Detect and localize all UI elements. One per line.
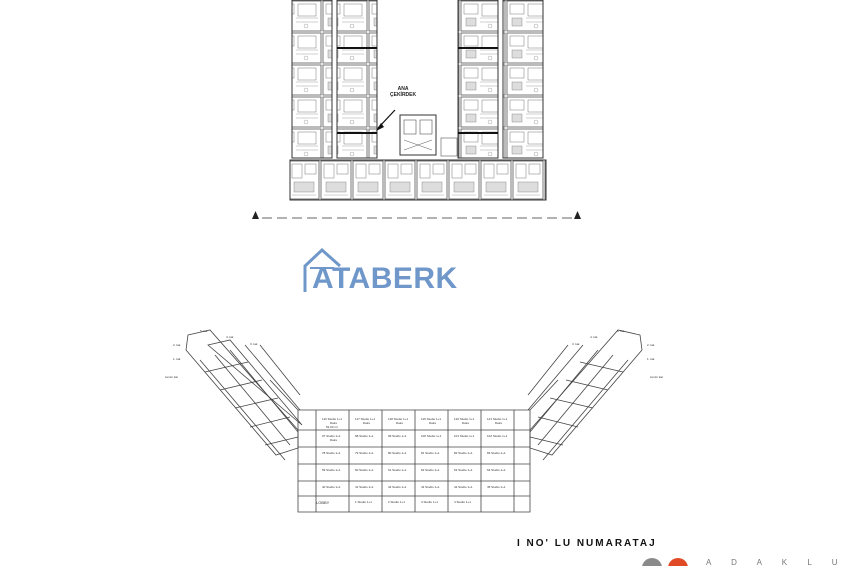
svg-text:99 Studio 1+1: 99 Studio 1+1 — [388, 434, 407, 438]
core-annotation-arrow — [376, 109, 396, 131]
core-annotation-label: ANA ÇEKİRDEK — [390, 86, 416, 98]
svg-text:62 Studio 1+1: 62 Studio 1+1 — [421, 468, 440, 472]
svg-text:100 Studio 1+1: 100 Studio 1+1 — [421, 434, 442, 438]
svg-text:118 Studio 1+1: 118 Studio 1+1 — [388, 417, 408, 421]
footer-brand-text: A D A K L U — [706, 558, 847, 567]
svg-text:1. kat: 1. kat — [173, 357, 181, 361]
svg-text:120 Studio 1+1: 120 Studio 1+1 — [454, 417, 475, 421]
ataberk-logo — [303, 247, 341, 292]
svg-text:zemin kat: zemin kat — [650, 375, 663, 379]
svg-text:61 Studio 1+1: 61 Studio 1+1 — [388, 468, 407, 472]
plan-base-bar — [289, 159, 547, 201]
plan-wing-left-inner — [336, 0, 378, 159]
core-annotation-line2: ÇEKİRDEK — [390, 92, 417, 98]
svg-text:Daire: Daire — [429, 421, 437, 425]
svg-text:1. kat: 1. kat — [647, 357, 655, 361]
svg-text:3. kat: 3. kat — [250, 342, 258, 346]
core-annotation-line1: ANA — [397, 86, 409, 92]
svg-text:5. kat: 5. kat — [617, 329, 625, 333]
section-line — [252, 211, 581, 219]
svg-text:121 Studio 1+1: 121 Studio 1+1 — [487, 417, 508, 421]
svg-text:80 Studio 1+1: 80 Studio 1+1 — [388, 451, 407, 455]
svg-text:101 Studio 1+1: 101 Studio 1+1 — [454, 434, 475, 438]
svg-text:97 Studio 1+1: 97 Studio 1+1 — [322, 434, 341, 438]
svg-text:2 Studio 1+1: 2 Studio 1+1 — [388, 500, 405, 504]
svg-text:81 Studio 1+1: 81 Studio 1+1 — [421, 451, 440, 455]
svg-text:Daire: Daire — [330, 438, 338, 442]
plan-core — [399, 114, 458, 157]
svg-text:5. kat: 5. kat — [200, 329, 208, 333]
svg-text:4. kat: 4. kat — [226, 335, 234, 339]
svg-text:42 Studio 1+1: 42 Studio 1+1 — [388, 485, 407, 489]
svg-text:79 Studio 1+1: 79 Studio 1+1 — [355, 451, 374, 455]
svg-text:98 Studio 1+1: 98 Studio 1+1 — [355, 434, 374, 438]
numbering-title: I NO' LU NUMARATAJ — [517, 538, 657, 549]
svg-text:1 Studio 1+1: 1 Studio 1+1 — [355, 500, 372, 504]
svg-text:60 Studio 1+1: 60 Studio 1+1 — [355, 468, 374, 472]
svg-text:3. kat: 3. kat — [572, 342, 580, 346]
watermark-text: ATABERK — [312, 262, 458, 295]
svg-text:2. kat: 2. kat — [173, 343, 181, 347]
right-wing-stack — [527, 329, 643, 461]
svg-text:Daire: Daire — [330, 421, 338, 425]
plan-wing-right-outer — [502, 0, 544, 159]
svg-text:82 Studio 1+1: 82 Studio 1+1 — [454, 451, 473, 455]
plan-wing-left-outer — [291, 0, 333, 159]
svg-text:119 Studio 1+1: 119 Studio 1+1 — [421, 417, 441, 421]
svg-text:41 Studio 1+1: 41 Studio 1+1 — [355, 485, 374, 489]
svg-text:40 Studio 1+1: 40 Studio 1+1 — [322, 485, 341, 489]
svg-text:Daire: Daire — [462, 421, 470, 425]
svg-text:Daire: Daire — [495, 421, 503, 425]
svg-text:zemin kat: zemin kat — [165, 375, 178, 379]
svg-text:117 Studio 1+1: 117 Studio 1+1 — [355, 417, 375, 421]
floor-tags: 5. kat 4. kat 3. kat 2. kat 1. kat 4. kat 5.… — [165, 329, 663, 379]
svg-text:4 Studio 1+1: 4 Studio 1+1 — [454, 500, 471, 504]
svg-text:43 Studio 1+1: 43 Studio 1+1 — [421, 485, 440, 489]
svg-text:2. kat: 2. kat — [647, 343, 655, 347]
svg-text:63 Studio 1+1: 63 Studio 1+1 — [454, 468, 473, 472]
center-grid — [269, 379, 559, 513]
svg-text:Daire: Daire — [363, 421, 371, 425]
svg-text:102 Studio 1+1: 102 Studio 1+1 — [487, 434, 508, 438]
svg-text:Daire: Daire — [396, 421, 404, 425]
svg-text:116 Studio 1+1: 116 Studio 1+1 — [322, 417, 342, 421]
left-wing-stack — [185, 329, 303, 461]
svg-text:59 Studio 1+1: 59 Studio 1+1 — [322, 468, 341, 472]
svg-text:52,00 m²: 52,00 m² — [326, 425, 338, 429]
svg-text:3 Studio 1+1: 3 Studio 1+1 — [421, 500, 438, 504]
plan-wing-right-inner — [457, 0, 499, 159]
svg-text:83 Studio 1+1: 83 Studio 1+1 — [487, 451, 506, 455]
svg-text:4. kat: 4. kat — [590, 335, 598, 339]
svg-text:64 Studio 1+1: 64 Studio 1+1 — [487, 468, 506, 472]
lobby-label: LOBBY — [316, 500, 330, 505]
svg-text:45 Studio 1+1: 45 Studio 1+1 — [487, 485, 506, 489]
svg-text:78 Studio 1+1: 78 Studio 1+1 — [322, 451, 341, 455]
footer-logo-mark — [642, 558, 688, 566]
svg-text:44 Studio 1+1: 44 Studio 1+1 — [454, 485, 473, 489]
